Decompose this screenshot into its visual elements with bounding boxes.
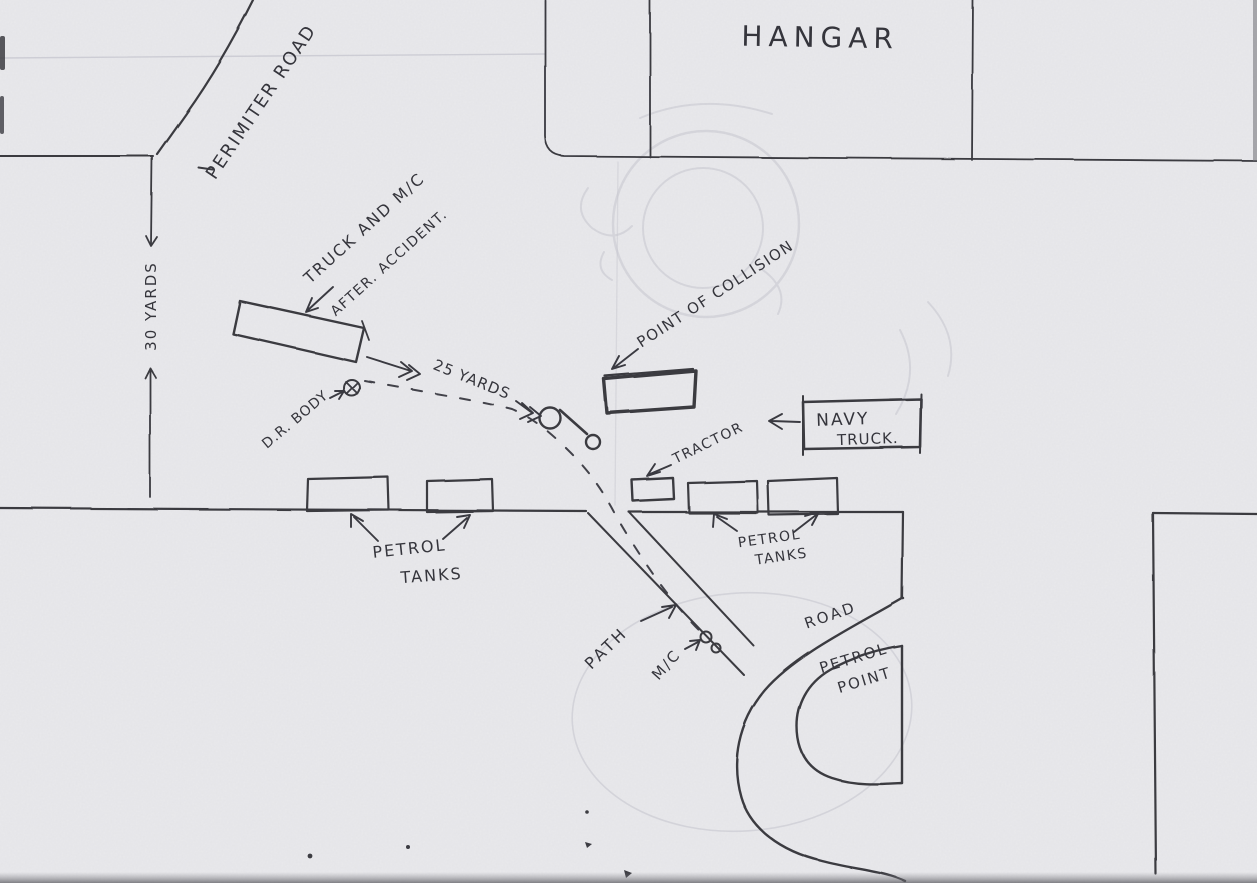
motorcycle-wheel-small-icon <box>584 433 602 451</box>
tractor-rect <box>630 476 676 503</box>
truck-after-accident-rect <box>231 299 366 364</box>
road-entrance-left-edge <box>900 510 905 600</box>
annotation-arrows <box>305 286 820 651</box>
page-right-edge-shadow <box>1253 0 1257 161</box>
arrow-petrol-left-2 <box>442 514 471 540</box>
footpath-right-line <box>629 512 755 647</box>
right-block-edge <box>1151 511 1158 876</box>
mc-final-wheel-1-icon <box>699 630 713 644</box>
ghost-pencil-loop <box>571 591 913 833</box>
petrol-tank-1 <box>305 475 391 513</box>
thirty-yards-label: 30 YARDS <box>142 261 160 351</box>
stray-pencil-tick <box>197 166 213 170</box>
bleed-through-watermark <box>580 103 953 415</box>
petrol-point-road-outer-curve <box>735 596 907 883</box>
petrol-tank-3 <box>686 479 760 515</box>
measure-arrowhead-up-icon <box>144 367 157 379</box>
arrow-mc-label <box>684 639 701 651</box>
arrow-petrol-right-1 <box>712 513 738 532</box>
arrow-dr-body <box>329 390 345 400</box>
dr-body-marker-icon <box>343 379 361 397</box>
page-bottom-edge-shadow <box>0 872 1257 883</box>
arrow-petrol-left-1 <box>350 513 379 542</box>
navy-truck-label-line1: NAVY <box>816 409 870 431</box>
truck-rect-overshoot-tick <box>361 320 370 341</box>
scan-artifacts <box>0 36 632 878</box>
measure-arrowhead-down-icon <box>145 235 158 247</box>
arrow-path-label <box>640 604 677 622</box>
petrol-point-island-curve <box>795 644 904 786</box>
accident-elements <box>231 299 923 654</box>
arrow-tractor <box>646 463 672 477</box>
arrow-25yards-start <box>366 356 421 381</box>
collision-rect-double-top-stroke <box>603 367 695 378</box>
mc-final-wheel-2-icon <box>710 642 722 654</box>
perimeter-road-corner-curve <box>155 0 255 156</box>
arrow-truck-label <box>305 286 334 313</box>
road-line-far-right <box>1151 511 1257 516</box>
arrow-point-of-collision <box>611 348 639 370</box>
navy-truck-box-overshoots <box>802 393 922 456</box>
measure-line-upper <box>150 156 153 245</box>
hangar-label: HANGAR <box>741 20 899 56</box>
paper-creases <box>0 53 619 506</box>
navy-truck-label-line2: TRUCK. <box>836 429 899 449</box>
footpath-left-line <box>587 512 745 676</box>
arrow-navy-truck <box>768 413 801 430</box>
petrol-tank-2 <box>425 477 495 514</box>
hangar-outline <box>544 0 1257 162</box>
petrol-tanks-right-label-line2: TANKS <box>753 545 809 568</box>
petrol-tanks-left-label-line2: TANKS <box>399 564 463 587</box>
motorcycle-frame-line <box>558 408 589 436</box>
hangar-divider-right <box>971 0 974 161</box>
collision-vehicle-rect <box>602 369 698 415</box>
arrow-25yards-end <box>515 400 542 423</box>
motorcycle-wheel-large-icon <box>538 406 562 430</box>
petrol-tank-4 <box>766 476 840 517</box>
motorcycle-skid-dashed-trail <box>364 380 703 634</box>
dr-body-marker-cross <box>345 381 359 395</box>
arrow-petrol-right-2 <box>793 511 820 533</box>
